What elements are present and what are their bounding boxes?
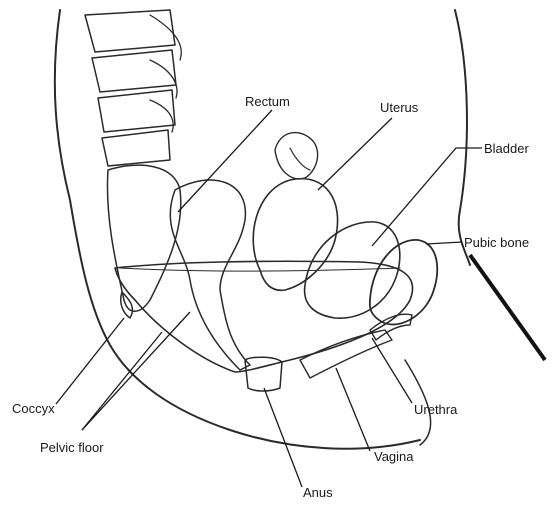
sacrum	[107, 165, 180, 311]
body-outline-back	[55, 10, 420, 449]
label-bladder: Bladder	[484, 141, 529, 156]
pubic-bone-structure	[370, 240, 437, 325]
label-pelvic-floor: Pelvic floor	[40, 440, 104, 455]
label-uterus: Uterus	[380, 100, 419, 115]
uterus-organ	[253, 179, 337, 291]
label-vagina: Vagina	[374, 449, 414, 464]
anus-structure	[245, 357, 282, 391]
label-pubic-bone: Pubic bone	[464, 235, 529, 250]
label-anus: Anus	[303, 485, 333, 500]
label-rectum: Rectum	[245, 94, 290, 109]
rectum-organ	[170, 180, 250, 370]
label-urethra: Urethra	[414, 402, 458, 417]
vagina-structure	[300, 330, 392, 378]
label-coccyx: Coccyx	[12, 401, 55, 416]
body-outline-front	[455, 10, 470, 265]
spine	[85, 10, 181, 166]
thigh-line	[470, 255, 545, 360]
